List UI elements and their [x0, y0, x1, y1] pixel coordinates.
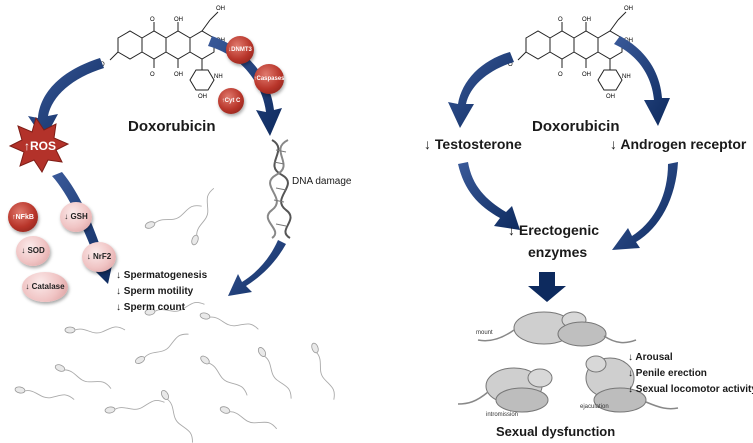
marker-nfkb: ↑NFkB [8, 202, 38, 232]
label-intromission: intromission [486, 412, 519, 418]
sexual-dysfunction-label: Sexual dysfunction [496, 424, 616, 439]
outcome-spermatogenesis: ↓ Spermatogenesis [116, 270, 208, 281]
label-ejaculation: ejaculation [580, 404, 609, 410]
marker-gsh: ↓ GSH [60, 202, 92, 232]
marker-catalase: ↓ Catalase [22, 272, 68, 302]
erectogenic-line2: enzymes [528, 244, 588, 260]
label-mount: mount [476, 330, 493, 336]
marker-cytc: ↑Cyt C [218, 88, 244, 114]
marker-nrf2: ↓ NrF2 [82, 242, 116, 272]
rat-pair-icon [457, 311, 679, 413]
marker-sod: ↓ SOD [16, 236, 50, 266]
left-molecule [99, 5, 226, 101]
arrow-to-ros [28, 58, 104, 140]
erectogenic-line1: ↓ Erectogenic [508, 222, 600, 238]
arrow-to-androgen [614, 36, 670, 126]
behaviour-arousal: ↓ Arousal [628, 352, 673, 363]
right-drug-label: Doxorubicin [532, 118, 620, 135]
right-molecule [507, 5, 634, 101]
left-drug-label: Doxorubicin [128, 118, 216, 135]
outcome-sperm-motility: ↓ Sperm motility [116, 286, 194, 297]
outcome-sperm-count: ↓ Sperm count [116, 302, 185, 313]
ros-burst [8, 116, 70, 173]
arrow-androgen-to-enzymes [612, 162, 678, 250]
behaviour-penile-erection: ↓ Penile erection [628, 368, 707, 379]
androgen-label: ↓ Androgen receptor [610, 136, 747, 152]
ros-label: ↑ROS [24, 139, 56, 153]
dna-damage-label: DNA damage [292, 176, 352, 187]
testosterone-label: ↓ Testosterone [424, 136, 522, 152]
arrow-dna-to-sperm [228, 240, 286, 296]
behaviour-sexual-locomotor: ↓ Sexual locomotor activity [628, 384, 753, 395]
ros-text: ROS [30, 139, 57, 153]
ros-arrow: ↑ [24, 139, 30, 153]
marker-caspases: ↑Caspases [253, 64, 285, 94]
arrow-enzymes-to-rats [528, 272, 566, 302]
arrow-to-testosterone [448, 52, 514, 128]
arrow-testosterone-to-enzymes [458, 162, 520, 230]
dna-helix-icon [266, 139, 292, 239]
marker-dnmt3: ↓DNMT3 [226, 36, 254, 64]
